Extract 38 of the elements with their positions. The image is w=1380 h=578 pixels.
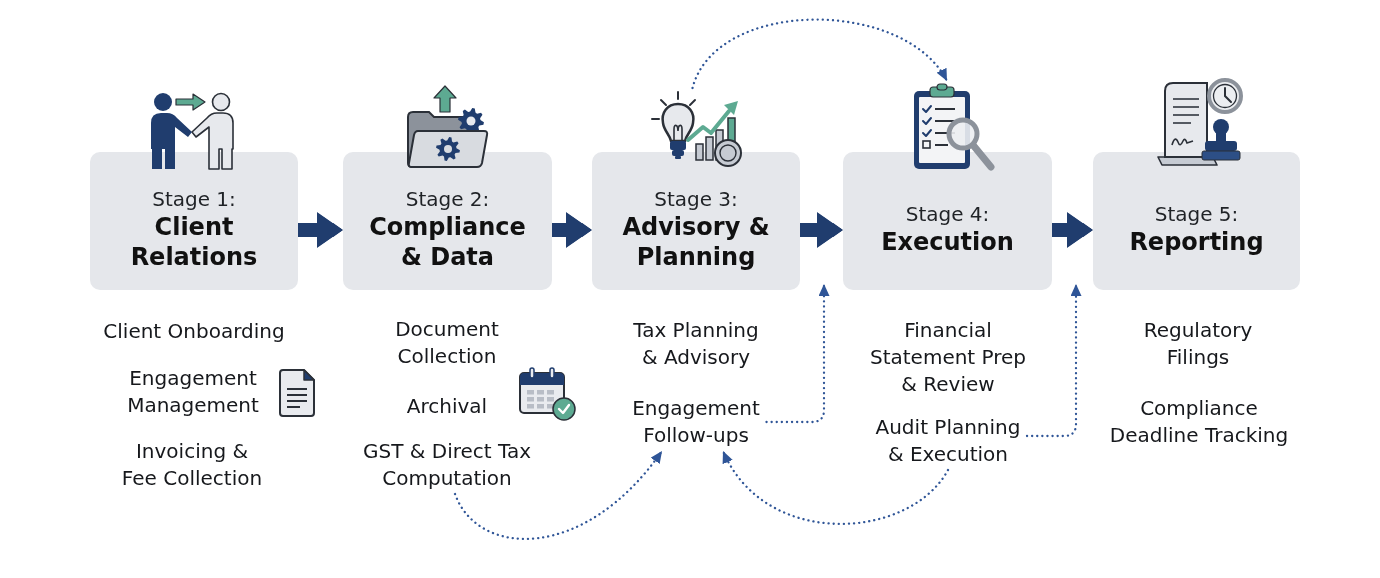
task-label: Engagement Follow-ups [631,395,761,449]
flow-arrow [800,212,843,248]
flow-arrow [298,212,343,248]
task-label: Tax Planning & Advisory [632,317,760,371]
stage-number: Stage 2: [405,186,490,212]
dotted-arrow [765,282,830,424]
stage-box [1093,152,1300,290]
stage-number: Stage 1: [151,186,237,212]
stage-box [343,152,552,290]
task-label: Audit Planning & Execution [875,414,1021,468]
task-label: Archival [406,393,488,420]
stage-number: Stage 4: [905,201,990,227]
dotted-arrow [721,449,950,526]
stage-title: Execution [880,227,1015,257]
task-label: Regulatory Filings [1143,317,1253,371]
task-label: Compliance Deadline Tracking [1109,395,1289,449]
stage-title: Reporting [1128,227,1265,257]
stage-number: Stage 3: [653,186,739,212]
dotted-arrow [453,449,664,540]
task-label: Invoicing & Fee Collection [121,438,263,492]
dotted-arrow [1025,282,1082,438]
dotted-arrow [691,18,949,90]
stage-title: Client Relations [130,212,258,272]
stage-number: Stage 5: [1154,201,1239,227]
stage-title: Compliance & Data [368,212,527,272]
clipboard-magnifier-icon [912,83,996,171]
stage-box [843,152,1052,290]
flow-arrow [1052,212,1093,248]
task-label: GST & Direct Tax Computation [362,438,532,492]
stage-title: Advisory & Planning [621,212,771,272]
stage-box [592,152,800,290]
lightbulb-chart-icon [650,90,743,168]
task-label: Financial Statement Prep & Review [869,317,1027,398]
flow-arrow [552,212,592,248]
task-label: Client Onboarding [102,318,286,345]
task-label: Document Collection [394,316,500,370]
stage-box [90,152,298,290]
task-label: Engagement Management [126,365,260,419]
